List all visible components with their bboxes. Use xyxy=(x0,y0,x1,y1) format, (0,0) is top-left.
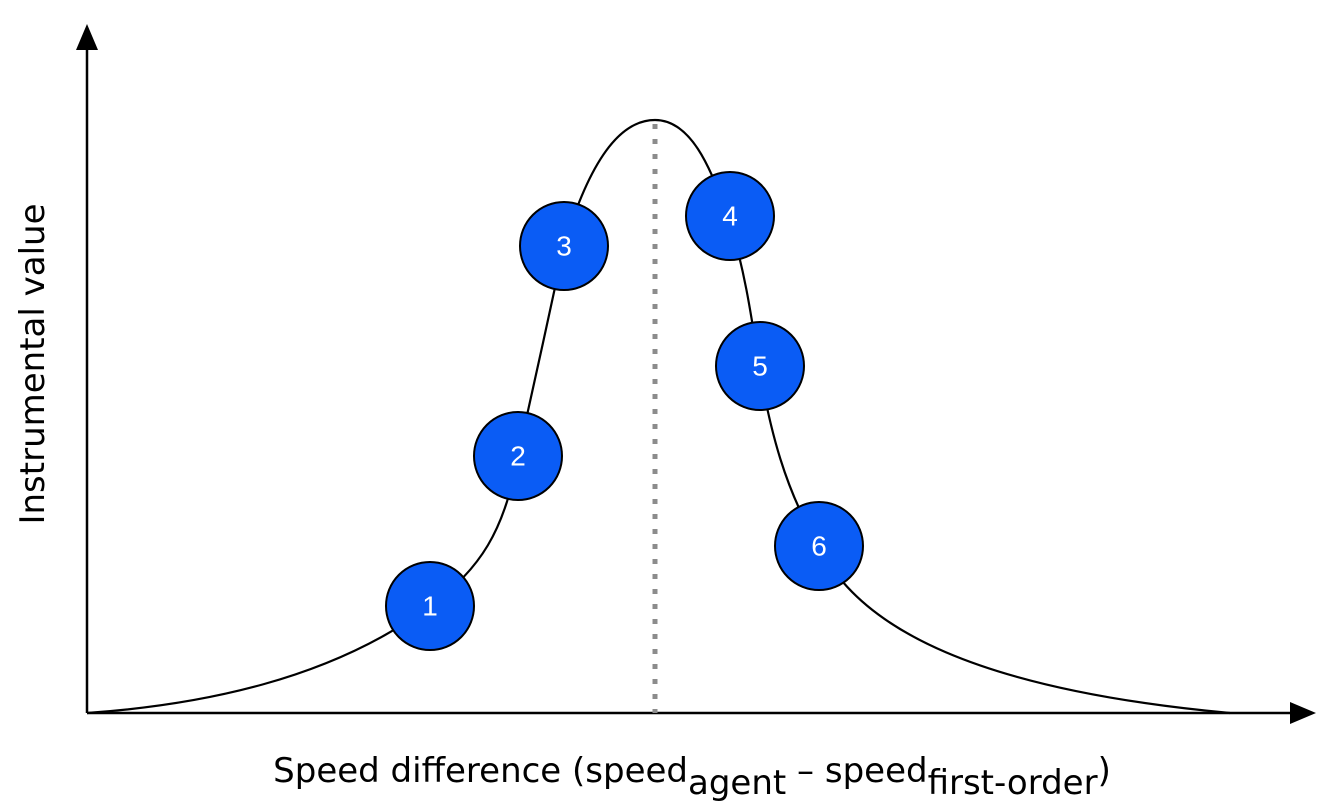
instrumental-value-curve xyxy=(86,118,1231,715)
x-axis-title-suffix: ) xyxy=(1098,751,1111,791)
curve-point-4: 4 xyxy=(685,171,775,261)
curve-point-1-label: 1 xyxy=(422,591,438,622)
x-axis-title-middle: – speed xyxy=(786,751,927,791)
curve-point-1: 1 xyxy=(385,561,475,651)
curve-point-3-label: 3 xyxy=(556,231,572,262)
curve-point-3: 3 xyxy=(519,201,609,291)
x-axis-title-subscript-first-order: first-order xyxy=(928,763,1098,803)
x-axis-title: Speed difference (speedagent – speedfirs… xyxy=(273,751,1111,803)
curve-point-2-label: 2 xyxy=(510,441,526,472)
curve-point-5-circle xyxy=(715,321,805,411)
x-axis-title-subscript-agent: agent xyxy=(688,763,786,803)
y-axis-title: Instrumental value xyxy=(13,203,53,524)
curve-point-4-label: 4 xyxy=(722,201,738,232)
curve-point-6-circle xyxy=(774,501,864,591)
x-axis-title-prefix: Speed difference (speed xyxy=(273,751,688,791)
curve-point-3-circle xyxy=(519,201,609,291)
curve-point-4-circle xyxy=(685,171,775,261)
curve-point-2-circle xyxy=(473,411,563,501)
curve-point-6-label: 6 xyxy=(811,531,827,562)
curve-point-6: 6 xyxy=(774,501,864,591)
x-axis-arrow-icon xyxy=(1290,702,1316,724)
curve-point-5: 5 xyxy=(715,321,805,411)
curve-point-1-circle xyxy=(385,561,475,651)
y-axis-arrow-icon xyxy=(76,24,98,50)
curve-point-2: 2 xyxy=(473,411,563,501)
curve-point-5-label: 5 xyxy=(752,351,768,382)
